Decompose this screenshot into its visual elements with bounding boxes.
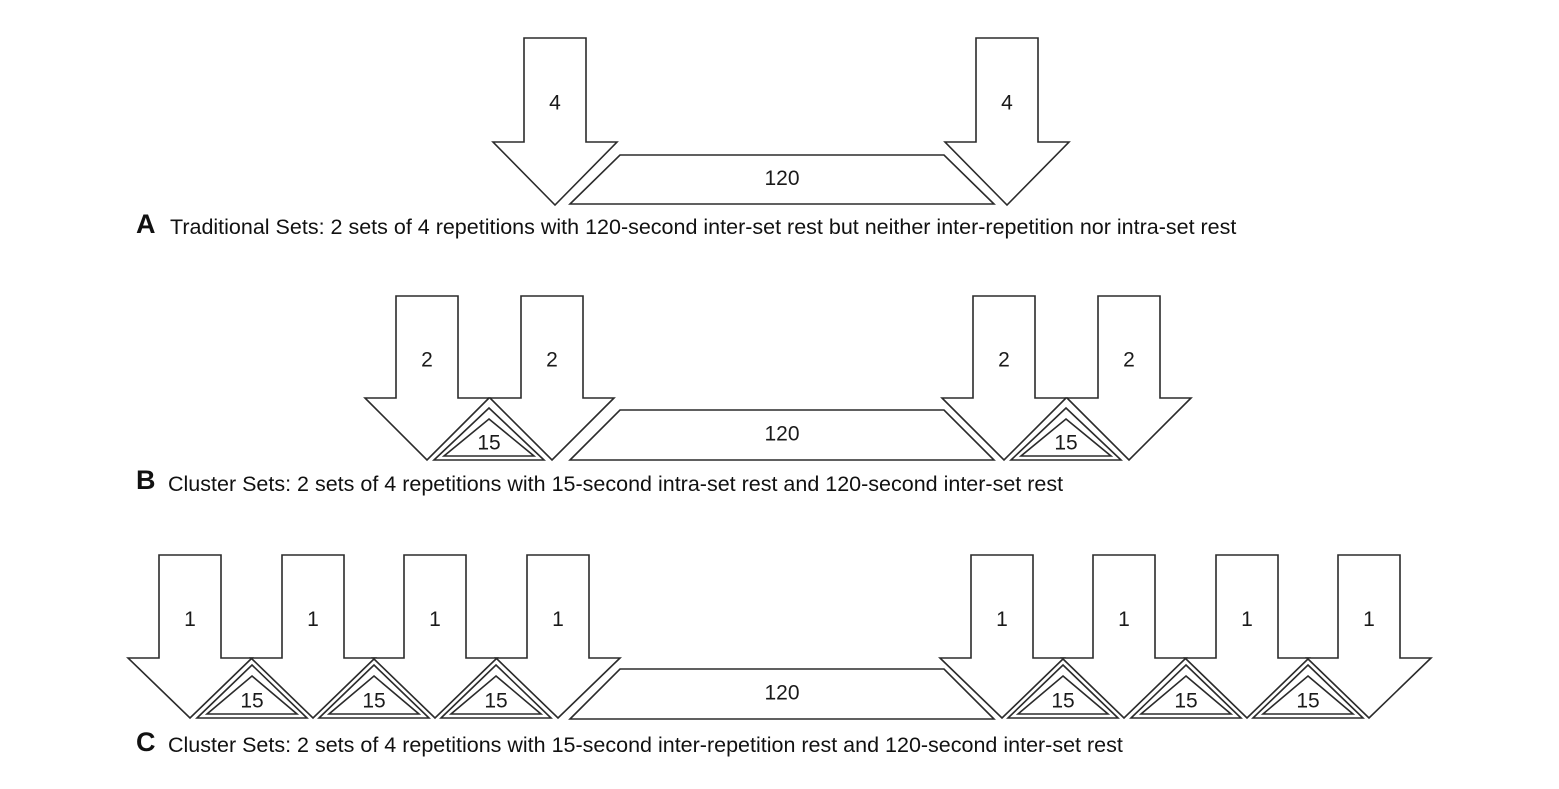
repetition-count-label: 4 bbox=[549, 92, 561, 115]
panel-c-intra-rest-3: 15 bbox=[439, 663, 553, 719]
panel-c-rep-arrow-4: 1 bbox=[494, 554, 622, 720]
panel-b-rep-arrow-1: 2 bbox=[363, 295, 491, 462]
inter-rest-trapezoid bbox=[568, 154, 996, 205]
repetition-count-label: 1 bbox=[552, 608, 564, 631]
rest-triangle-inner bbox=[204, 674, 300, 715]
panel-b-caption: Cluster Sets: 2 sets of 4 repetitions wi… bbox=[168, 472, 1063, 496]
panel-c-intra-rest-6: 15 bbox=[1251, 663, 1365, 719]
repetition-count-label: 4 bbox=[1001, 92, 1013, 115]
panel-b-intra-rest-1: 15 bbox=[431, 406, 547, 461]
panel-c-intra-rest-1: 15 bbox=[195, 663, 309, 719]
panel-a-inter-rest: 120 bbox=[568, 154, 996, 205]
panel-b-intra-rest-2: 15 bbox=[1008, 406, 1124, 461]
panel-c-rep-arrow-6: 1 bbox=[1060, 554, 1188, 720]
repetition-count-label: 2 bbox=[1123, 349, 1135, 372]
down-arrow-shape bbox=[1183, 554, 1311, 720]
rest-triangle-inner bbox=[326, 674, 422, 715]
inter-rest-label: 120 bbox=[764, 423, 799, 446]
panel-b-rep-arrow-2: 2 bbox=[488, 295, 616, 462]
panel-c-intra-rest-2: 15 bbox=[317, 663, 431, 719]
inter-rest-trapezoid bbox=[568, 668, 996, 720]
rest-triangle-inner bbox=[1260, 674, 1356, 715]
repetition-count-label: 2 bbox=[998, 349, 1010, 372]
repetition-count-label: 1 bbox=[1363, 608, 1375, 631]
intra-rest-label: 15 bbox=[484, 690, 507, 713]
rest-triangle-inner bbox=[448, 674, 544, 715]
down-arrow-shape bbox=[940, 295, 1068, 462]
panel-a-rep-arrow-2: 4 bbox=[943, 37, 1071, 207]
down-arrow-shape bbox=[491, 37, 619, 207]
down-arrow-shape bbox=[1065, 295, 1193, 462]
intra-rest-label: 15 bbox=[240, 690, 263, 713]
panel-c-rep-arrow-1: 1 bbox=[126, 554, 254, 720]
rest-triangle-inner bbox=[1018, 417, 1114, 457]
repetition-count-label: 2 bbox=[546, 349, 558, 372]
down-arrow-shape bbox=[1305, 554, 1433, 720]
panel-c-rep-arrow-7: 1 bbox=[1183, 554, 1311, 720]
rest-triangle-inner bbox=[1015, 674, 1111, 715]
rest-triangle-inner bbox=[1138, 674, 1234, 715]
repetition-count-label: 1 bbox=[307, 608, 319, 631]
panel-c-rep-arrow-5: 1 bbox=[938, 554, 1066, 720]
down-arrow-shape bbox=[371, 554, 499, 720]
panel-c-rep-arrow-3: 1 bbox=[371, 554, 499, 720]
repetition-count-label: 1 bbox=[429, 608, 441, 631]
down-arrow-shape bbox=[494, 554, 622, 720]
intra-rest-label: 15 bbox=[1051, 690, 1074, 713]
panel-a-rep-arrow-1: 4 bbox=[491, 37, 619, 207]
panel-b-rep-arrow-3: 2 bbox=[940, 295, 1068, 462]
panel-c-intra-rest-5: 15 bbox=[1129, 663, 1243, 719]
repetition-count-label: 2 bbox=[421, 349, 433, 372]
panel-c-caption: Cluster Sets: 2 sets of 4 repetitions wi… bbox=[168, 733, 1123, 757]
inter-rest-label: 120 bbox=[764, 682, 799, 705]
rests-layer: 120 15 15 120 15 15 15 15 15 15 120 bbox=[195, 154, 1365, 720]
down-arrow-shape bbox=[363, 295, 491, 462]
intra-rest-label: 15 bbox=[1174, 690, 1197, 713]
panel-b-letter: B bbox=[136, 465, 156, 495]
down-arrow-shape bbox=[943, 37, 1071, 207]
panel-c-rep-arrow-8: 1 bbox=[1305, 554, 1433, 720]
panel-a-letter: A bbox=[136, 209, 156, 239]
intra-rest-label: 15 bbox=[1296, 690, 1319, 713]
repetition-count-label: 1 bbox=[184, 608, 196, 631]
panel-b-inter-rest: 120 bbox=[568, 409, 996, 461]
inter-rest-label: 120 bbox=[764, 167, 799, 190]
down-arrow-shape bbox=[938, 554, 1066, 720]
panel-b-rep-arrow-4: 2 bbox=[1065, 295, 1193, 462]
arrows-layer: 4 4 2 2 2 2 1 1 1 1 1 1 1 1 bbox=[126, 37, 1433, 720]
down-arrow-shape bbox=[1060, 554, 1188, 720]
intra-rest-label: 15 bbox=[477, 432, 500, 455]
inter-rest-trapezoid bbox=[568, 409, 996, 461]
intra-rest-label: 15 bbox=[362, 690, 385, 713]
panel-c-rep-arrow-2: 1 bbox=[249, 554, 377, 720]
rest-triangle-inner bbox=[441, 417, 537, 457]
down-arrow-shape bbox=[488, 295, 616, 462]
down-arrow-shape bbox=[126, 554, 254, 720]
repetition-count-label: 1 bbox=[1241, 608, 1253, 631]
repetition-count-label: 1 bbox=[996, 608, 1008, 631]
intra-rest-label: 15 bbox=[1054, 432, 1077, 455]
panel-c-intra-rest-4: 15 bbox=[1006, 663, 1120, 719]
down-arrow-shape bbox=[249, 554, 377, 720]
panel-a-caption: Traditional Sets: 2 sets of 4 repetition… bbox=[170, 215, 1236, 239]
panel-c-inter-rest: 120 bbox=[568, 668, 996, 720]
panel-c-letter: C bbox=[136, 727, 156, 757]
repetition-count-label: 1 bbox=[1118, 608, 1130, 631]
